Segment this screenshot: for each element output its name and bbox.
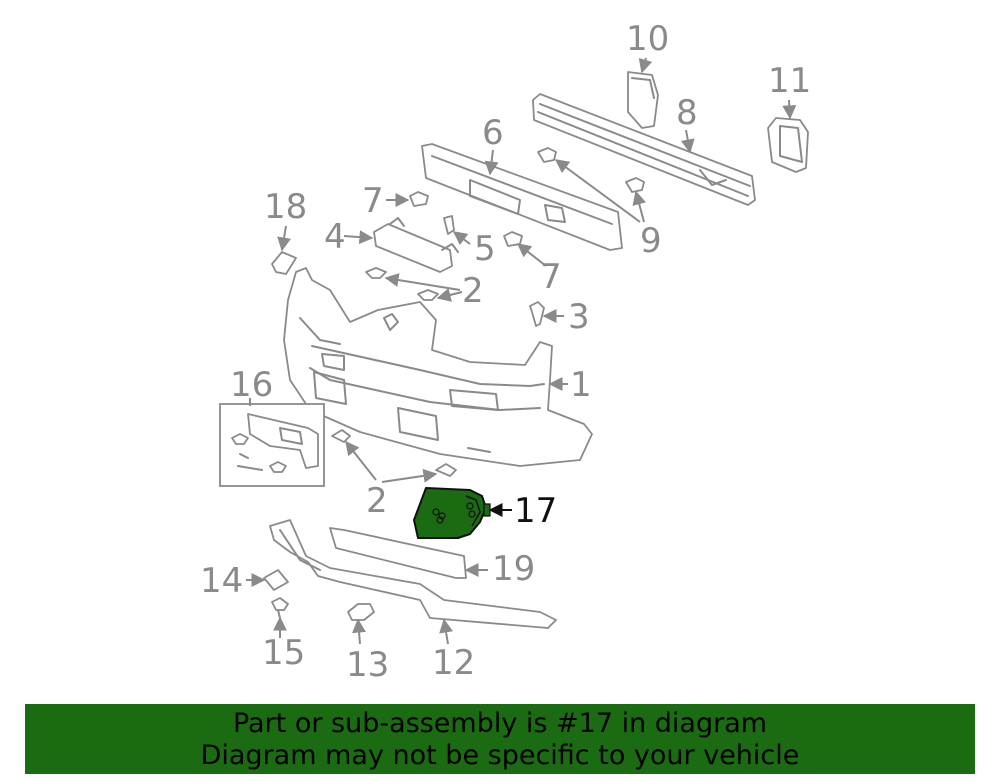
part-2-clips-top <box>365 267 439 301</box>
callout-5: 5 <box>474 229 496 269</box>
callout-15: 15 <box>262 633 305 673</box>
callout-7a: 7 <box>362 181 384 221</box>
callout-2a: 2 <box>462 271 484 311</box>
callout-7b: 7 <box>540 257 562 297</box>
part-6-absorber <box>421 143 623 251</box>
banner-line-2: Diagram may not be specific to your vehi… <box>200 740 800 771</box>
part-18-clip <box>271 251 297 275</box>
callout-14: 14 <box>200 561 243 601</box>
part-10-bracket <box>627 71 659 129</box>
callout-3: 3 <box>568 297 590 337</box>
callout-2b: 2 <box>366 481 388 521</box>
callout-18: 18 <box>264 187 307 227</box>
part-12-spoiler <box>269 519 557 629</box>
part-19-strip <box>329 527 467 579</box>
callout-17: 17 <box>514 491 557 531</box>
part-4-bracket <box>373 217 459 273</box>
callout-12: 12 <box>432 643 475 683</box>
part-9-bolts <box>537 147 645 193</box>
callout-11: 11 <box>768 61 811 101</box>
callout-19: 19 <box>492 549 535 589</box>
part-16-bracket-kit <box>219 403 325 487</box>
part-8-reinforcement <box>532 93 756 206</box>
part-2-clips-lower <box>331 429 457 477</box>
callout-labels: 10 8 11 6 7 9 18 4 5 7 2 3 1 16 2 17 19 … <box>200 19 811 685</box>
part-1-bumper-cover <box>283 267 593 467</box>
callout-16: 16 <box>230 365 273 405</box>
part-5-clip <box>443 215 455 235</box>
callout-6: 6 <box>482 113 504 153</box>
callout-1: 1 <box>570 365 592 405</box>
part-7-clips <box>409 191 523 247</box>
leader-lines <box>246 57 797 645</box>
part-11-bracket <box>767 117 809 173</box>
part-13-clip <box>347 603 375 621</box>
banner-line-1: Part or sub-assembly is #17 in diagram <box>232 708 768 739</box>
part-17-highlighted <box>413 487 491 539</box>
info-banner: Part or sub-assembly is #17 in diagram D… <box>25 704 975 774</box>
callout-9: 9 <box>640 221 662 261</box>
part-15-clip <box>271 597 289 619</box>
callout-8: 8 <box>676 93 698 133</box>
callout-13: 13 <box>346 645 389 685</box>
callout-10: 10 <box>626 19 669 59</box>
callout-4: 4 <box>324 217 346 257</box>
part-14-bracket <box>263 569 289 591</box>
part-3-screw <box>529 301 545 327</box>
